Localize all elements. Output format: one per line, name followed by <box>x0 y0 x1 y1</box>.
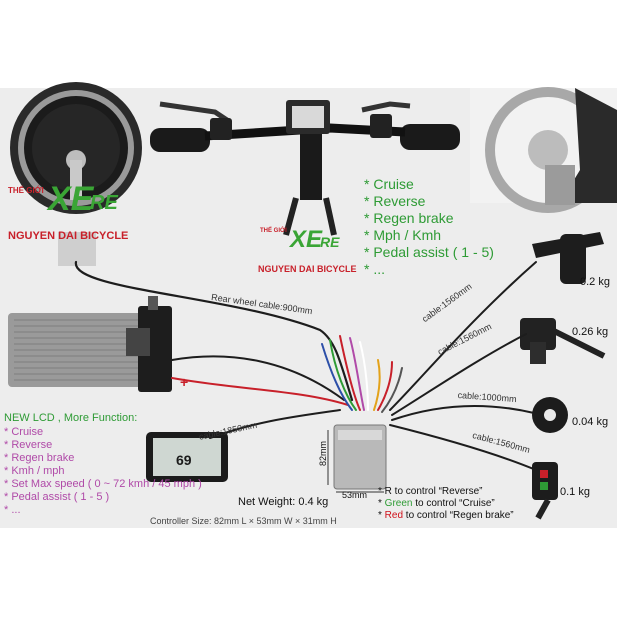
brand-logo-large: THẾ GIỚI XE RE NGUYEN DAI BICYCLE <box>10 178 130 250</box>
switch-note-regen: * Red to control “Regen brake” <box>378 510 514 522</box>
logo2-small-text: THẾ GIỚI <box>260 228 287 234</box>
lcd-feature-item: * Set Max speed ( 0 ~ 72 kmh / 45 mph ) <box>4 478 202 491</box>
function-list-top: * Cruise * Reverse * Regen brake * Mph /… <box>364 176 494 278</box>
logo-big-text-2: RE <box>90 192 118 215</box>
note-green-word: Green <box>385 498 413 509</box>
throttle-weight: 0.2 kg <box>580 276 610 288</box>
note-red-rest: to control “Regen brake” <box>403 510 514 521</box>
brake-weight: 0.26 kg <box>572 326 608 338</box>
switch-notes: * R to control “Reverse” * Green to cont… <box>378 486 514 522</box>
function-item: * Cruise <box>364 176 494 193</box>
lcd-reading: 69 <box>176 452 192 468</box>
pas-sensor-illustration <box>532 397 568 433</box>
switch-weight: 0.1 kg <box>560 486 590 498</box>
lcd-feature-item: * Reverse <box>4 439 202 452</box>
logo-big-text: XE <box>48 180 93 219</box>
brake-lever-illustration <box>520 318 604 364</box>
logo2-bottom-text: NGUYEN DAI BICYCLE <box>258 264 357 274</box>
controller-illustration <box>328 425 386 492</box>
note-red-word: Red <box>385 510 403 521</box>
note-bullet: * <box>378 498 385 509</box>
controller-size-label: Controller Size: 82mm L × 53mm W × 31mm … <box>150 516 337 526</box>
battery-plus-terminal: + <box>180 374 188 390</box>
controller-width-label: 53mm <box>342 490 367 500</box>
logo-bottom-text: NGUYEN DAI BICYCLE <box>8 230 128 242</box>
brand-logo-small: THẾ GIỚI XE RE NGUYEN DAI BICYCLE <box>256 226 356 282</box>
note-bullet: * <box>378 510 385 521</box>
controller-height-label: 82mm <box>318 441 328 466</box>
logo-small-text: THẾ GIỚI <box>8 186 44 195</box>
note-green-rest: to control “Cruise” <box>412 498 494 509</box>
lcd-feature-item: * Cruise <box>4 426 202 439</box>
battery-illustration <box>8 296 172 392</box>
function-item: * Pedal assist ( 1 - 5) <box>364 244 494 261</box>
lcd-feature-item: * Kmh / mph <box>4 465 202 478</box>
logo2-big-text: XE <box>290 226 322 254</box>
function-item: * ... <box>364 261 494 278</box>
lcd-feature-list: * Cruise * Reverse * Regen brake * Kmh /… <box>4 426 202 517</box>
switch-note-cruise: * Green to control “Cruise” <box>378 498 514 510</box>
lcd-feature-item: * Pedal assist ( 1 - 5 ) <box>4 491 202 504</box>
net-weight-label: Net Weight: 0.4 kg <box>238 496 328 508</box>
switch-note-reverse: * R to control “Reverse” <box>378 486 514 498</box>
lcd-panel-title: NEW LCD , More Function: <box>4 412 137 424</box>
lcd-feature-item: * Regen brake <box>4 452 202 465</box>
function-item: * Regen brake <box>364 210 494 227</box>
pas-weight: 0.04 kg <box>572 416 608 428</box>
function-item: * Reverse <box>364 193 494 210</box>
function-item: * Mph / Kmh <box>364 227 494 244</box>
logo2-big-text-2: RE <box>320 234 339 250</box>
